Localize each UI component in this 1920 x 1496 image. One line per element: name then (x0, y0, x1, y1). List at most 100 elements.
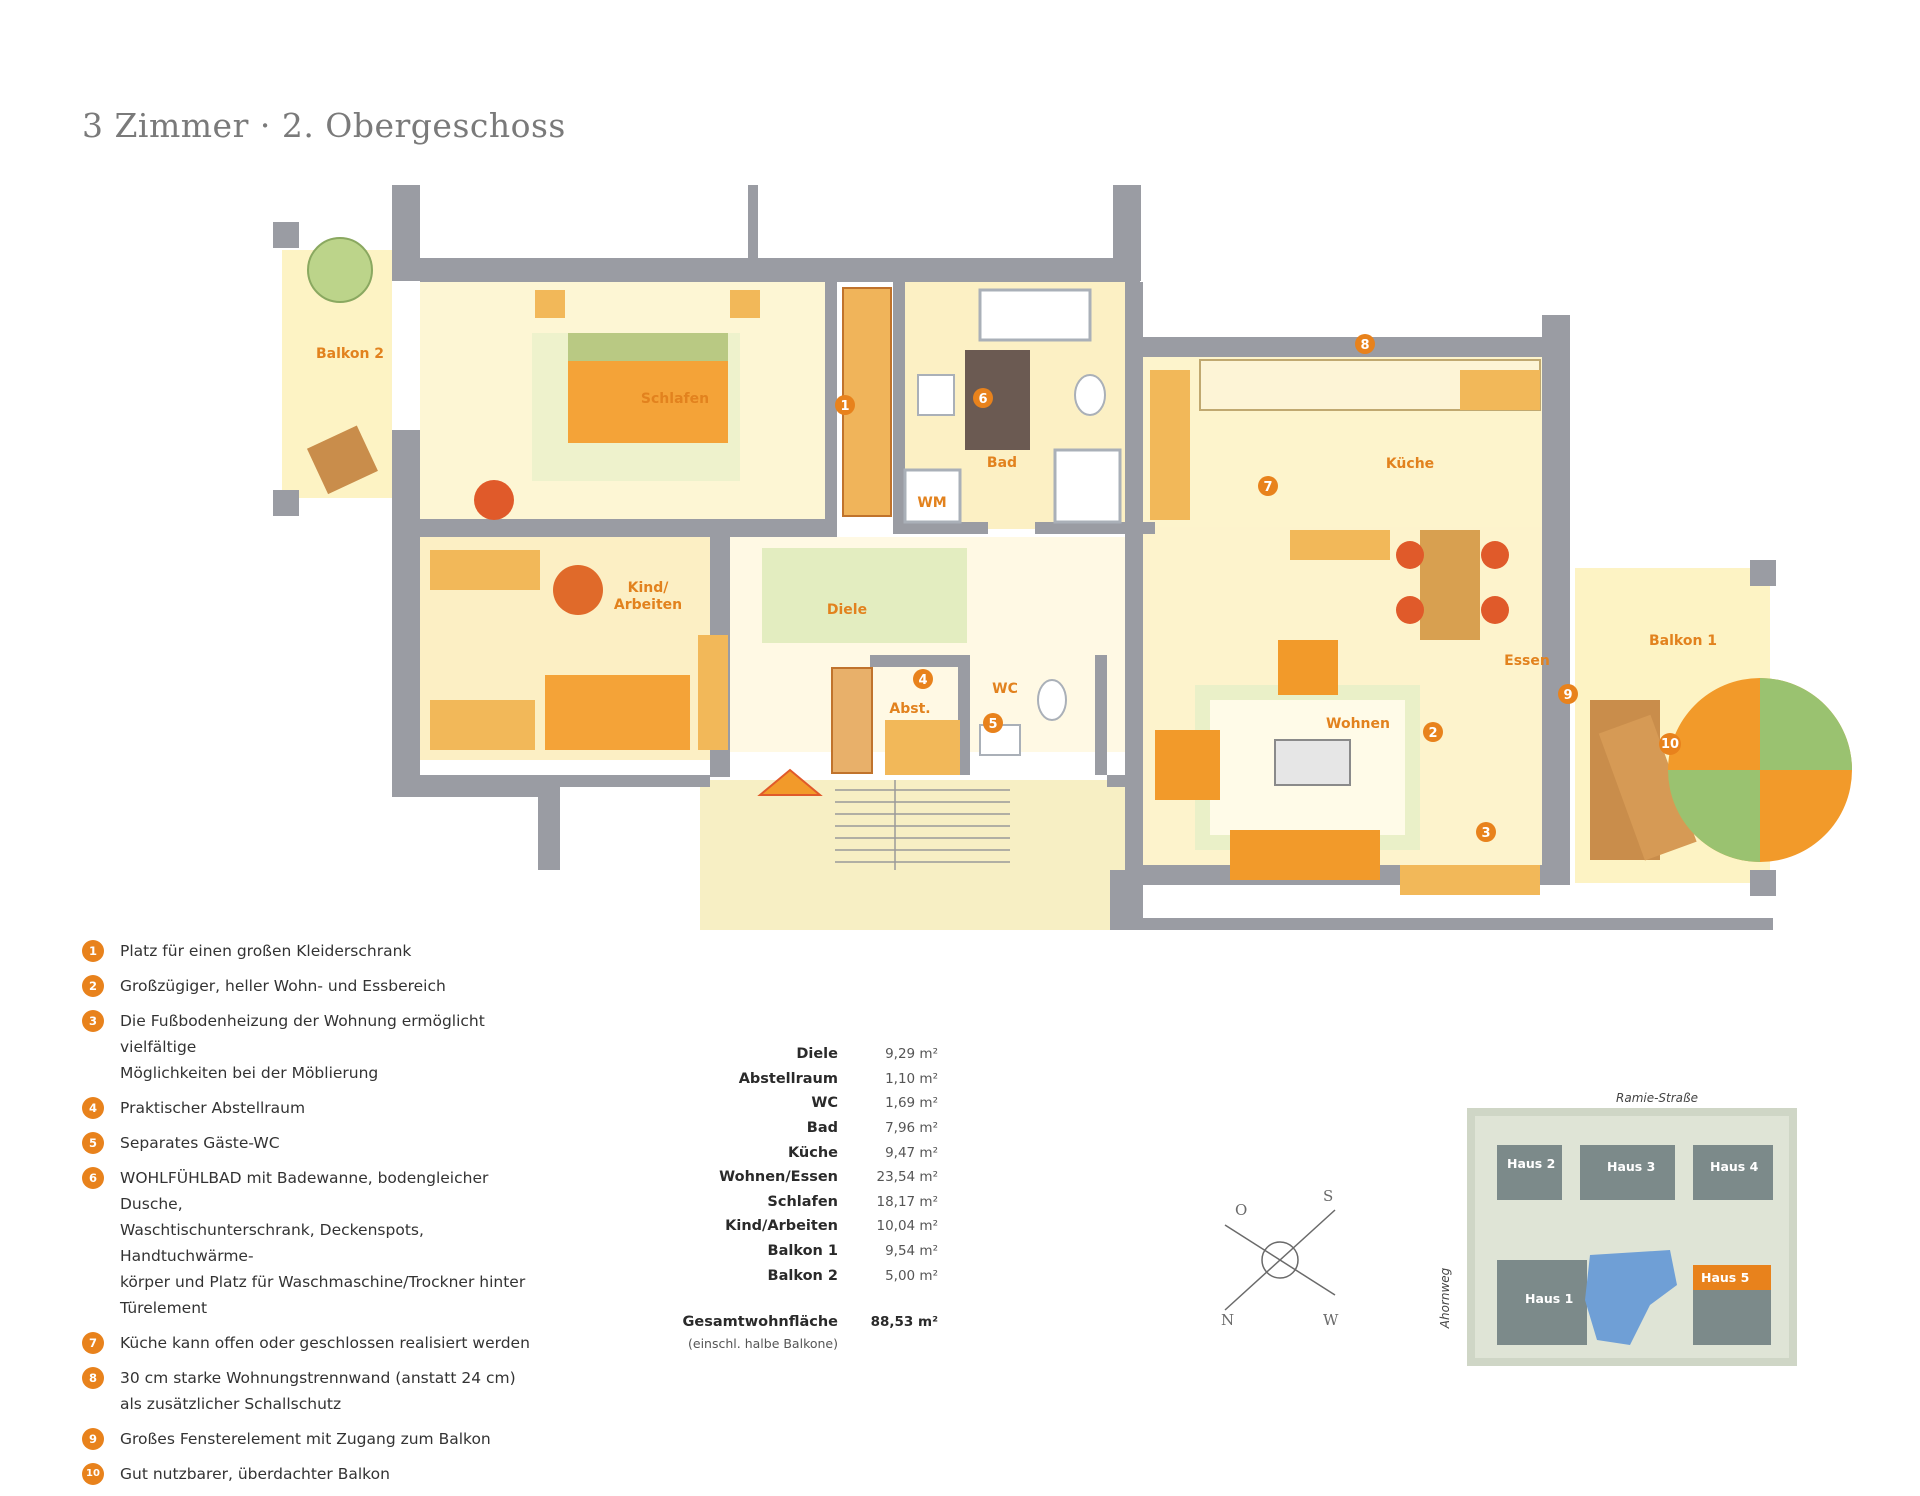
nightstand-right (730, 290, 760, 318)
legend-text-line: Praktischer Abstellraum (120, 1099, 306, 1117)
legend-text-line: Waschtischunterschrank, Deckenspots, Han… (120, 1221, 424, 1265)
area-value: 1,69 m² (885, 1095, 938, 1112)
bedroom-chair (474, 480, 514, 520)
wm-box (903, 468, 962, 524)
legend-text-line: körper und Platz für Waschmaschine/Trock… (120, 1273, 526, 1291)
tv-bench (1400, 865, 1540, 895)
legend-text-line: Die Fußbodenheizung der Wohnung ermöglic… (120, 1012, 485, 1056)
plan-marker-4: 4 (913, 669, 933, 689)
compass-rose (1261, 1241, 1299, 1279)
area-value: 5,00 m² (885, 1267, 938, 1284)
balkon2-lounger (306, 425, 378, 495)
legend-text-line: 30 cm starke Wohnungstrennwand (anstatt … (120, 1369, 516, 1387)
legend-number: 4 (82, 1097, 104, 1119)
legend-number: 3 (82, 1010, 104, 1032)
kind-bed (545, 675, 690, 750)
plan-marker-3: 3 (1476, 822, 1496, 842)
plan-marker-6: 6 (973, 388, 993, 408)
legend-text-line: Großzügiger, heller Wohn- und Essbereich (120, 977, 446, 995)
abst-shelf (831, 667, 873, 774)
svg-text:8: 8 (1360, 338, 1369, 353)
svg-text:9: 9 (1563, 688, 1572, 703)
room-label-kueche: Küche (1386, 456, 1434, 472)
area-row: WC 1,69 m² (660, 1091, 938, 1116)
siteplan-house-1: Haus 1 (1525, 1291, 1573, 1306)
room-label-abst: Abst. (889, 701, 930, 717)
haus2-block (1497, 1145, 1562, 1200)
page-title: 3 Zimmer · 2. Obergeschoss (82, 106, 566, 145)
legend-number: 7 (82, 1332, 104, 1354)
area-name: WC (811, 1095, 838, 1112)
siteplan-house-5: Haus 5 (1701, 1270, 1749, 1285)
haus1-block (1497, 1260, 1587, 1345)
plan-marker-8: 8 (1355, 334, 1375, 354)
legend-item-4: 4 Praktischer Abstellraum (82, 1095, 552, 1121)
compass-n: N (1221, 1311, 1234, 1329)
area-value: 9,29 m² (885, 1046, 938, 1063)
room-label-wc: WC (992, 681, 1018, 697)
svg-text:3: 3 (1481, 826, 1490, 841)
area-name: Küche (787, 1144, 838, 1161)
room-label-kind-2: Arbeiten (614, 597, 682, 613)
legend-text-line: WOHLFÜHLBAD mit Badewanne, bodengleicher… (120, 1169, 489, 1213)
abst-box (885, 720, 960, 775)
kind-armchair (553, 565, 603, 615)
legend-number: 5 (82, 1132, 104, 1154)
legend-item-8: 8 30 cm starke Wohnungstrennwand (anstatt… (82, 1365, 552, 1417)
area-name: Bad (806, 1120, 838, 1137)
room-label-kind-1: Kind/ (628, 580, 670, 596)
room-label-wm: WM (917, 495, 946, 511)
siteplan-house-4: Haus 4 (1710, 1159, 1759, 1174)
legend-text-line: Möglichkeiten bei der Möblierung (120, 1064, 379, 1082)
legend-number: 1 (82, 940, 104, 962)
wc-toilet (1037, 679, 1067, 721)
svg-text:6: 6 (978, 392, 987, 407)
area-value: 7,96 m² (885, 1120, 938, 1137)
kind-desk (430, 700, 535, 750)
room-label-diele: Diele (827, 602, 867, 618)
plan-markers: 1 2 3 4 5 6 7 8 9 10 (835, 334, 1681, 842)
plan-marker-9: 9 (1558, 684, 1578, 704)
dining-chair-4 (1481, 596, 1509, 624)
dining-chair-3 (1481, 541, 1509, 569)
legend-number: 8 (82, 1367, 104, 1389)
legend-text-line: Türelement (120, 1299, 208, 1317)
room-label-essen: Essen (1504, 653, 1550, 669)
legend-text-line: Großes Fensterelement mit Zugang zum Bal… (120, 1430, 491, 1448)
siteplan-house-3: Haus 3 (1607, 1159, 1655, 1174)
floor-plan: Balkon 2 Schlafen Bad WM Küche Kind/ Arb… (273, 185, 1852, 930)
plan-marker-2: 2 (1423, 722, 1443, 742)
svg-text:2: 2 (1428, 726, 1437, 741)
site-plan: Ramie-Straße Ahornweg Haus 2 Haus 3 Haus… (1438, 1091, 1797, 1366)
dining-table (1420, 530, 1480, 640)
stair-arrow (757, 768, 823, 796)
compass-axis-b (1224, 1224, 1336, 1296)
area-value: 9,54 m² (885, 1243, 938, 1260)
legend-text-line: Küche kann offen oder geschlossen realis… (120, 1334, 530, 1352)
bathtub (978, 288, 1092, 342)
plan-marker-5: 5 (983, 713, 1003, 733)
kind-shelf (430, 550, 540, 590)
room-label-wohnen: Wohnen (1326, 716, 1390, 732)
room-label-bad: Bad (987, 455, 1017, 471)
area-name: Diele (796, 1046, 838, 1063)
sideboard (1290, 530, 1390, 560)
svg-text:7: 7 (1263, 480, 1272, 495)
armchair-left (1155, 730, 1220, 800)
svg-text:1: 1 (840, 399, 849, 414)
area-value: 23,54 m² (876, 1169, 938, 1186)
area-value: 1,10 m² (885, 1070, 938, 1087)
sofa (1230, 830, 1380, 880)
legend-item-3: 3 Die Fußbodenheizung der Wohnung ermögli… (82, 1008, 552, 1086)
compass-o: O (1235, 1201, 1247, 1219)
furniture (306, 237, 1852, 895)
svg-text:4: 4 (918, 673, 927, 688)
